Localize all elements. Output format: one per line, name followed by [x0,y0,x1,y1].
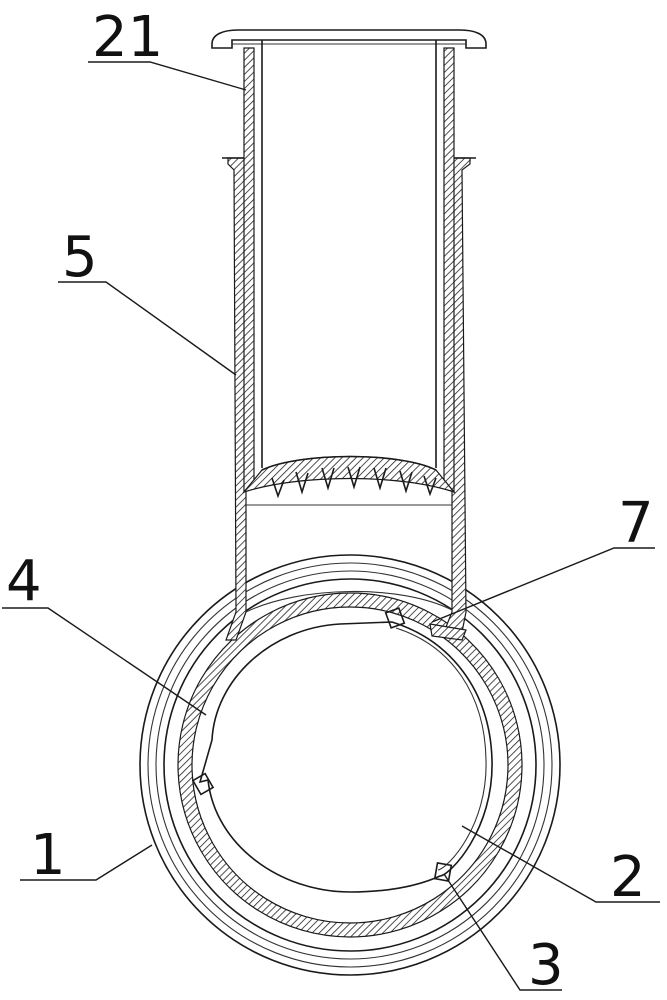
hatched-sleeve-part-4 [178,593,522,937]
label-7: 7 [618,491,654,556]
label-4: 4 [6,549,42,614]
inner-cup-part-21 [212,30,486,505]
label-5: 5 [62,225,98,290]
tab-bottom-part-3 [435,863,452,881]
label-1: 1 [30,823,66,888]
label-2: 2 [610,845,646,910]
leader-5 [58,282,236,375]
outer-tube-part-5 [222,158,476,640]
label-3: 3 [528,933,564,998]
part-labels: 21 5 4 7 1 2 3 [6,5,654,998]
label-21: 21 [92,5,163,70]
leader-lines [2,62,660,990]
outer-ring-part-1 [140,555,560,975]
